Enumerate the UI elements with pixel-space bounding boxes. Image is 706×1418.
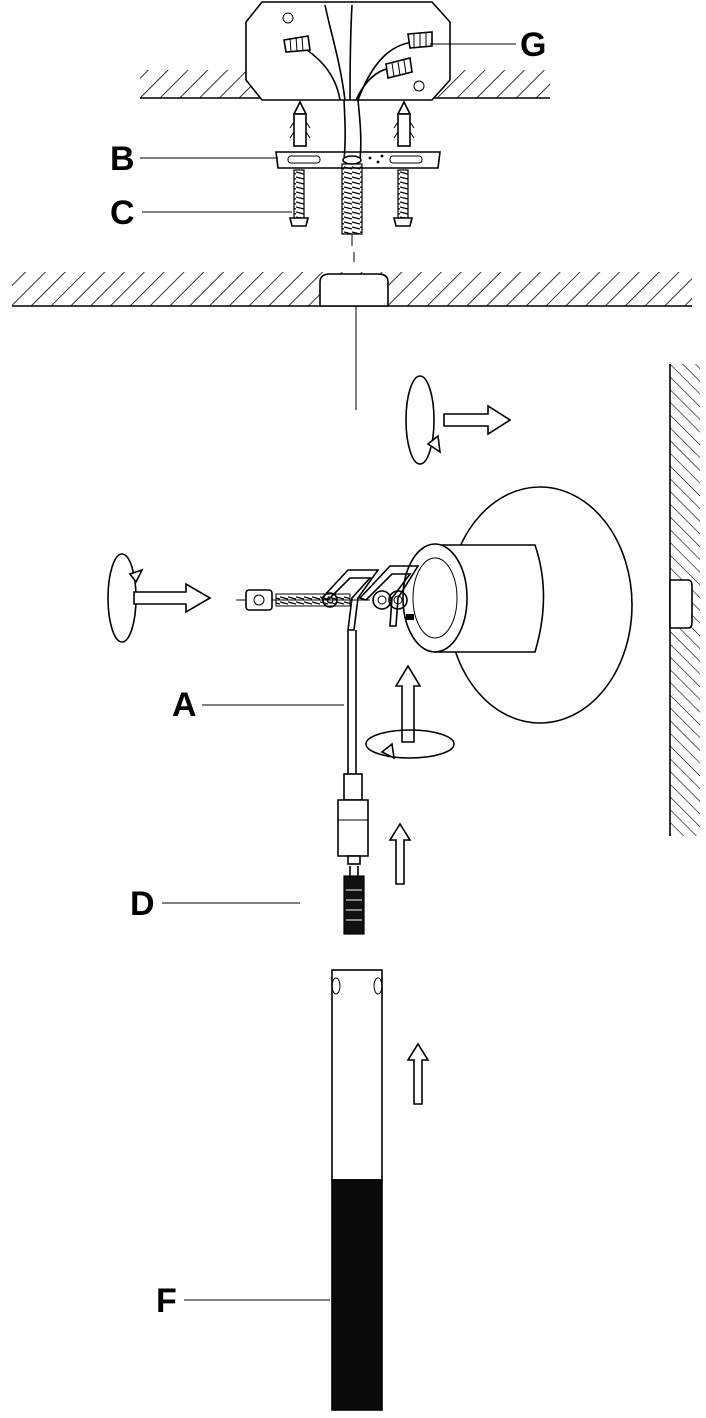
cable-connector [337,773,369,865]
screw-left [288,169,310,227]
wire-nut-left [283,35,311,53]
wall-surface [669,364,700,836]
stem-cable [347,630,357,774]
push-arrow-icon [443,404,512,436]
lamp-shade-cylinder [402,543,545,653]
ceiling-surface [12,252,692,307]
lower-pole [331,969,383,1411]
push-arrow-left-icon [133,582,212,614]
callout-label-a: A [172,686,197,724]
callout-label-d: D [130,885,155,923]
wall-anchor-right [393,100,415,147]
up-arrow-pole-icon [406,1042,430,1105]
wire-nut-right-top [407,31,433,49]
threaded-nipple [341,99,363,246]
plug-connector [343,866,365,935]
rotate-arrow-horizontal-icon [365,729,455,760]
junction-box [245,1,451,101]
screw-right [392,169,414,227]
callout-label-f: F [156,1282,177,1320]
callout-label-b: B [110,140,135,178]
knurled-nut [245,589,273,611]
wall-anchor-left [289,100,311,147]
wire-nut-right-bottom [385,57,413,79]
up-arrow-icon [394,664,422,743]
swivel-bracket [320,565,420,631]
callout-label-g: G [520,26,546,64]
callout-label-c: C [110,194,135,232]
up-arrow-small-icon [388,822,412,885]
rotate-arrow-icon [405,375,442,465]
